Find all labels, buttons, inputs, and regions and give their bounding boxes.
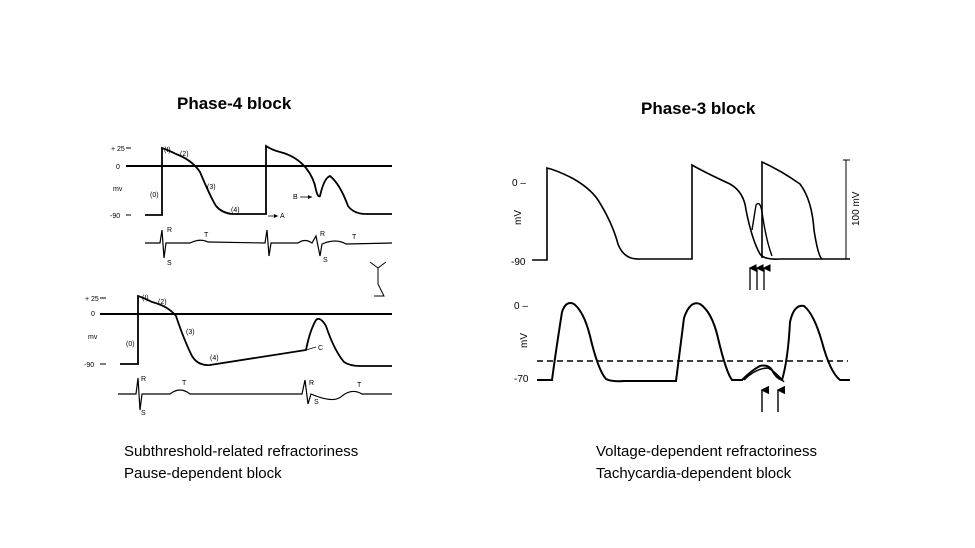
phase-2-label: (2)	[180, 151, 189, 158]
caption-line: Voltage-dependent refractoriness	[596, 443, 817, 460]
phase-3-label: (3)	[207, 184, 216, 191]
axis-plus25-label: + 25	[85, 296, 99, 303]
axis-minus90-label: -90	[511, 257, 526, 268]
action-potential-trace	[532, 163, 850, 261]
axis-unit-label: mV	[519, 333, 530, 348]
marker-a-label: A	[280, 213, 285, 220]
ecg-r-label-2: R	[309, 380, 314, 387]
action-potential-trace	[120, 294, 392, 367]
ecg-r-label-2: R	[320, 231, 325, 238]
ecg-t-label: T	[204, 232, 209, 239]
ecg-trace	[118, 377, 392, 411]
axis-zero-label: 0 –	[512, 178, 526, 189]
phase-0-label: (0)	[126, 341, 135, 348]
axis-unit-label: mv	[113, 186, 123, 193]
subthreshold-response-trace	[743, 367, 785, 383]
axis-zero-label: 0 –	[514, 301, 528, 312]
axis-minus90-label: -90	[110, 213, 120, 220]
caption-line: Tachycardia-dependent block	[596, 465, 792, 482]
phase-4-block-title: Phase-4 block	[177, 94, 292, 113]
phase-3-label: (3)	[186, 329, 195, 336]
phase-4-caption: Subthreshold-related refractoriness Paus…	[124, 441, 358, 485]
phase-3-caption: Voltage-dependent refractoriness Tachyca…	[596, 441, 817, 485]
phase4-top-trace: + 25 0 mv -90 (I) (2) (0) (3) (4) A B R …	[110, 144, 393, 297]
caption-line: Pause-dependent block	[124, 465, 282, 482]
scale-bar-label: 100 mV	[851, 191, 862, 226]
ecg-t-label-2: T	[357, 382, 362, 389]
axis-unit-label: mv	[88, 334, 98, 341]
phase-4-label: (4)	[231, 207, 240, 214]
ecg-trace	[145, 229, 393, 259]
marker-b-label: B	[293, 194, 298, 201]
premature-response-trace	[761, 160, 823, 260]
action-potential-trace	[537, 302, 850, 383]
ecg-t-label: T	[182, 380, 187, 387]
scale-mark-icon	[369, 261, 387, 297]
phase-2-label: (2)	[158, 299, 167, 306]
axis-plus25-label: + 25	[111, 146, 125, 153]
axis-zero-label: 0	[116, 164, 120, 171]
action-potential-trace	[145, 144, 392, 216]
ecg-r-label: R	[141, 376, 146, 383]
phase-4-label: (4)	[210, 355, 219, 362]
phase4-bottom-trace: + 25 0 mv -90 (I) (2) (0) (3) (4) C R S …	[84, 294, 392, 417]
axis-minus70-label: -70	[514, 374, 529, 385]
axis-unit-label: mV	[513, 210, 524, 225]
ecg-r-label: R	[167, 227, 172, 234]
marker-c-label: C	[318, 345, 323, 352]
phase-0-label: (0)	[150, 192, 159, 199]
caption-line: Subthreshold-related refractoriness	[124, 443, 359, 460]
axis-minus90-label: -90	[84, 362, 94, 369]
ecg-t-label-2: T	[352, 234, 357, 241]
phase-1-label: (I)	[142, 295, 149, 302]
ecg-s-label-2: S	[314, 399, 319, 406]
phase3-bottom-trace: 0 – -70 mV	[514, 301, 850, 412]
axis-zero-label: 0	[91, 311, 95, 318]
phase3-top-trace: 0 – -90 mV 100 mV	[511, 159, 862, 290]
ecg-s-label: S	[141, 410, 146, 417]
ecg-s-label-2: S	[323, 257, 328, 264]
phase-1-label: (I)	[164, 147, 171, 154]
phase-3-block-title: Phase-3 block	[641, 99, 756, 118]
ecg-s-label: S	[167, 260, 172, 267]
